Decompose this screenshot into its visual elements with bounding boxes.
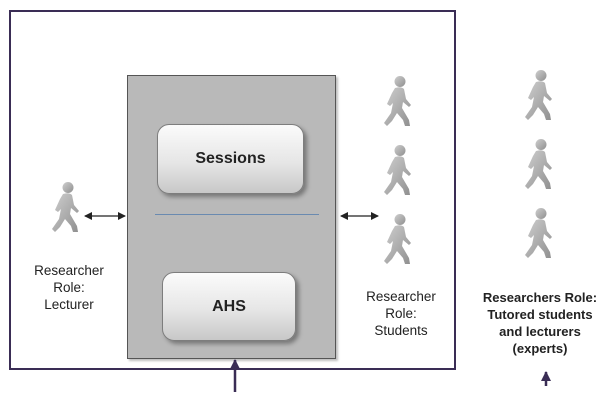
sessions-label: Sessions	[195, 150, 266, 167]
sessions-box: Sessions	[157, 124, 304, 194]
lecturer-label: Researcher Role: Lecturer	[34, 263, 104, 312]
ahs-box: AHS	[162, 272, 296, 341]
experts-label: Researchers Role: Tutored students and l…	[482, 290, 598, 356]
ahs-label: AHS	[212, 297, 246, 315]
students-label: Researcher Role: Students	[366, 289, 436, 338]
panel-divider	[155, 214, 319, 215]
